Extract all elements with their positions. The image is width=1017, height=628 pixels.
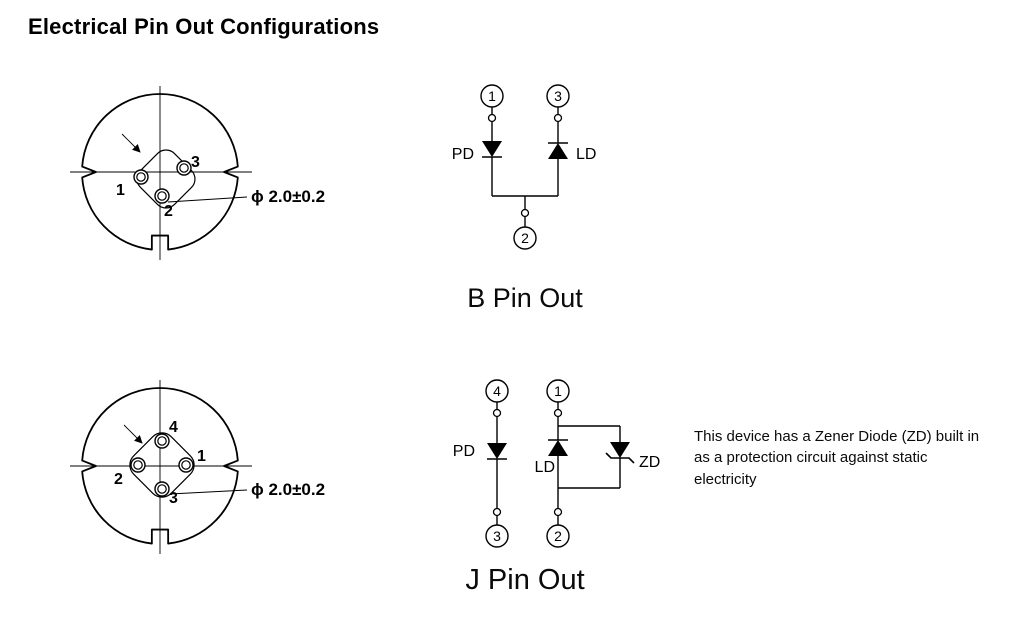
j-sch-pin-bottom-right-number: 2 — [554, 528, 562, 544]
b-package-outline — [81, 93, 239, 251]
b-sch-pin-top-left-number: 1 — [488, 88, 496, 104]
b-sch-wires — [487, 107, 563, 227]
b-sch-pin-top-right: 3 — [546, 84, 570, 108]
b-schematic-drawing: 1 3 2 — [452, 84, 596, 250]
b-package-drawing: 1 2 3 ϕ 2.0±0.2 — [70, 86, 325, 260]
j-pin-3-label: 3 — [169, 490, 178, 507]
j-ld-label: LD — [535, 459, 555, 476]
j-pin-field-outline — [129, 432, 195, 498]
j-pin-4-label: 4 — [169, 419, 178, 436]
j-terminal-bottom-left — [492, 507, 502, 517]
j-zener-diode-symbol — [605, 442, 635, 464]
b-sch-pin-bottom-number: 2 — [521, 230, 529, 246]
b-pd-label: PD — [452, 146, 474, 163]
b-pin-3 — [176, 160, 192, 176]
j-package-centerlines — [70, 380, 252, 554]
j-terminal-top-right — [553, 408, 563, 418]
j-package-outline — [81, 387, 239, 545]
b-sch-pin-top-right-number: 3 — [554, 88, 562, 104]
j-terminal-top-left — [492, 408, 502, 418]
b-dimension-label: ϕ 2.0±0.2 — [251, 187, 325, 206]
b-terminal-top-left — [487, 113, 497, 123]
b-terminal-bottom — [520, 208, 530, 218]
j-sch-pin-top-right: 1 — [546, 379, 570, 403]
j-pinout-caption: J Pin Out — [465, 564, 585, 596]
j-schematic-drawing: 4 1 — [453, 379, 660, 548]
b-pin-2 — [154, 188, 170, 204]
b-pin-2-label: 2 — [164, 203, 173, 220]
j-dimension-leader — [169, 489, 248, 495]
b-pinout-caption: B Pin Out — [467, 283, 583, 313]
j-pin-2-label: 2 — [114, 471, 123, 488]
j-dimension-label: ϕ 2.0±0.2 — [251, 480, 325, 499]
page-title: Electrical Pin Out Configurations — [28, 14, 380, 39]
j-package-drawing: 4 1 2 3 ϕ 2.0±0.2 — [70, 380, 325, 554]
b-pin-3-label: 3 — [191, 154, 200, 171]
j-laser-diode-symbol — [548, 439, 568, 456]
j-pin-4 — [154, 433, 170, 449]
j-orientation-arrow — [123, 424, 143, 444]
b-orientation-arrow — [121, 133, 141, 153]
j-sch-pin-top-left: 4 — [485, 379, 509, 403]
b-package-centerlines — [70, 86, 252, 260]
b-sch-pin-bottom: 2 — [513, 226, 537, 250]
j-sch-pin-bottom-left-number: 3 — [493, 528, 501, 544]
j-sch-pin-bottom-right: 2 — [546, 524, 570, 548]
j-zd-label: ZD — [639, 454, 660, 471]
b-sch-pin-top-left: 1 — [480, 84, 504, 108]
j-sch-wires — [492, 402, 621, 525]
b-photodiode-symbol — [482, 141, 502, 158]
j-pd-label: PD — [453, 443, 475, 460]
b-dimension-leader — [167, 196, 248, 203]
b-pin-1-label: 1 — [116, 182, 125, 199]
b-laser-diode-symbol — [548, 142, 568, 159]
j-terminal-bottom-right — [553, 507, 563, 517]
j-sch-pin-top-left-number: 4 — [493, 383, 501, 399]
j-photodiode-symbol — [487, 443, 507, 460]
b-ld-label: LD — [576, 146, 596, 163]
j-pin-3 — [154, 481, 170, 497]
j-sch-pin-bottom-left: 3 — [485, 524, 509, 548]
j-pin-1-label: 1 — [197, 448, 206, 465]
j-pin-2 — [130, 457, 146, 473]
j-sch-pin-top-right-number: 1 — [554, 383, 562, 399]
b-terminal-top-right — [553, 113, 563, 123]
zener-note: This device has a Zener Diode (ZD) built… — [694, 428, 980, 488]
b-pin-1 — [133, 169, 149, 185]
j-pin-1 — [178, 457, 194, 473]
